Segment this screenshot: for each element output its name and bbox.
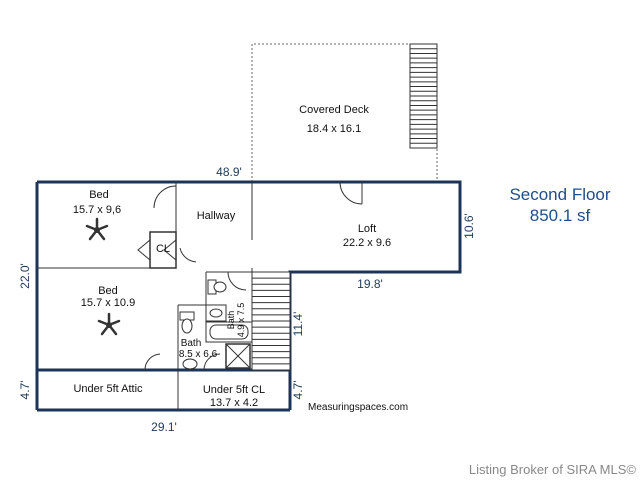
credit-text: Measuringspaces.com (308, 402, 408, 413)
room-covered-deck-name: Covered Deck (299, 104, 369, 116)
room-bed1-name: Bed (89, 189, 109, 201)
room-bath-small-size: 4.9 x 7.5 (236, 303, 246, 338)
plan-title: Second Floor (509, 185, 610, 204)
plan-area: 850.1 sf (530, 206, 591, 225)
dimension-right: 10.6' (462, 213, 476, 239)
room-loft-size: 22.2 x 9.6 (343, 237, 391, 249)
toilet-icon (179, 311, 195, 334)
room-loft-name: Loft (358, 223, 376, 235)
room-attic-name: Under 5ft Attic (73, 383, 143, 395)
watermark-text: Listing Broker of SIRA MLS© (469, 462, 637, 477)
dimension-bottom-mid: 4.7' (291, 381, 305, 400)
room-bath-main-name: Bath (181, 338, 202, 349)
room-closet-name: CL (156, 243, 170, 255)
dimension-stair: 11.4' (291, 312, 305, 337)
dimension-bottom: 29.1' (151, 420, 177, 434)
toilet-icon (207, 279, 227, 295)
dimension-bottom-left: 4.7' (18, 381, 32, 400)
room-bed2-name: Bed (98, 285, 118, 297)
ceiling-fan-icon (85, 217, 109, 241)
room-bed1-size: 15.7 x 9,6 (73, 204, 121, 216)
deck-stairs-icon (409, 43, 438, 149)
room-bath-main-size: 8.5 x 6.6 (179, 349, 218, 360)
shower-icon (225, 343, 251, 369)
sink-icon (205, 304, 227, 322)
dimension-top: 48.9' (216, 165, 242, 179)
room-under-cl-size: 13.7 x 4.2 (210, 397, 258, 409)
door-swings (137, 181, 363, 371)
ceiling-fan-icon (97, 312, 121, 336)
room-bath-small-name: Bath (226, 311, 236, 330)
room-bed2-size: 15.7 x 10.9 (81, 297, 135, 309)
room-covered-deck-size: 18.4 x 16.1 (307, 123, 361, 135)
dimension-loft-bottom: 19.8' (357, 277, 383, 291)
room-hallway-name: Hallway (197, 210, 236, 222)
room-under-cl-name: Under 5ft CL (203, 384, 265, 396)
bathtub-icon (205, 321, 253, 343)
dimension-left: 22.0' (18, 263, 32, 289)
stairs-icon (251, 271, 291, 371)
sink-icon (182, 358, 198, 370)
